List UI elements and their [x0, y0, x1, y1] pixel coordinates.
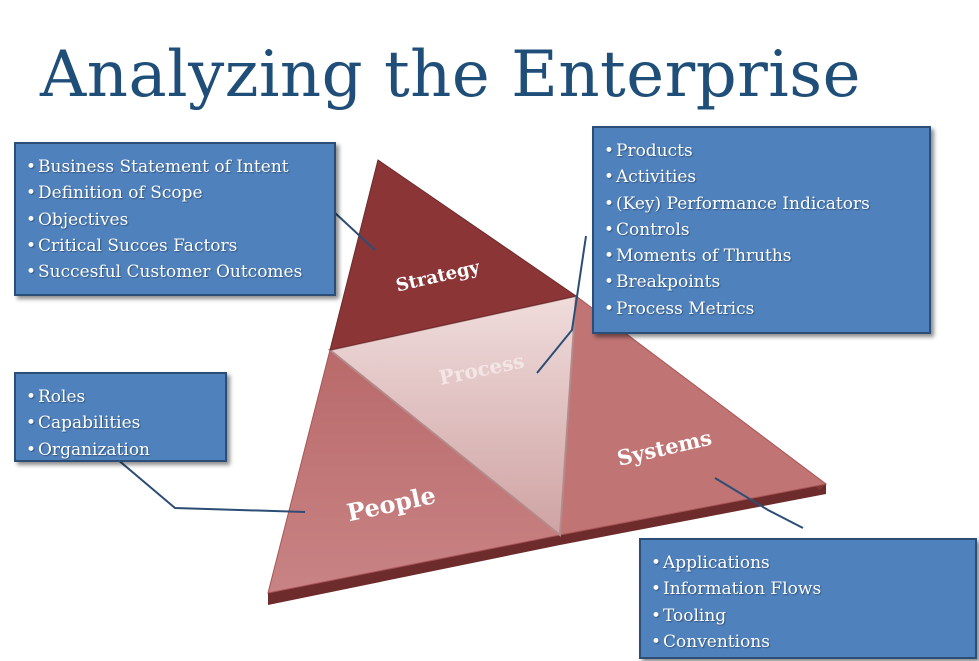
list-item: •Moments of Thruths [604, 243, 919, 269]
list-item-text: Moments of Thruths [616, 246, 792, 267]
list-item-text: Information Flows [663, 579, 822, 600]
list-item-text: Process Metrics [616, 298, 755, 319]
list-item-text: Succesful Customer Outcomes [38, 262, 303, 283]
bullet-icon: • [604, 272, 615, 293]
bullet-icon: • [604, 298, 615, 319]
bullet-icon: • [604, 219, 615, 240]
bullet-icon: • [604, 167, 615, 188]
pyramid-base-edge [268, 484, 826, 605]
list-item-text: Definition of Scope [38, 183, 203, 204]
list-item-text: Breakpoints [616, 272, 721, 293]
list-item: •Tooling [651, 603, 965, 629]
connector-people [116, 458, 306, 513]
list-item: •Applications [651, 550, 965, 576]
list-item: •Controls [604, 217, 919, 243]
bullet-icon: • [651, 605, 662, 626]
connector-systems [714, 477, 804, 529]
bullet-icon: • [26, 235, 37, 256]
bullet-icon: • [604, 246, 615, 267]
list-item: •Products [604, 138, 919, 164]
bullet-icon: • [26, 413, 37, 434]
bullet-icon: • [651, 553, 662, 573]
systems-box: •Applications•Information Flows•Tooling•… [639, 538, 977, 659]
systems-list: •Applications•Information Flows•Tooling•… [651, 550, 965, 655]
list-item-text: Organization [38, 439, 151, 460]
list-item: •Roles [26, 384, 215, 410]
bullet-icon: • [651, 631, 662, 652]
bullet-icon: • [604, 141, 615, 161]
list-item-text: Controls [616, 219, 690, 240]
list-item-text: Roles [38, 387, 86, 407]
strategy-box: •Business Statement of Intent•Definition… [14, 142, 336, 296]
list-item: •(Key) Performance Indicators [604, 191, 919, 217]
list-item: •Conventions [651, 629, 965, 655]
bullet-icon: • [26, 262, 37, 283]
bullet-icon: • [26, 387, 37, 407]
list-item-text: Capabilities [38, 413, 141, 434]
list-item: •Organization [26, 437, 215, 463]
strategy-list: •Business Statement of Intent•Definition… [26, 154, 324, 285]
list-item-text: Applications [663, 553, 770, 573]
list-item-text: (Key) Performance Indicators [616, 193, 870, 214]
list-item: •Objectives [26, 207, 324, 233]
list-item: •Definition of Scope [26, 180, 324, 206]
people-list: •Roles•Capabilities•Organization [26, 384, 215, 463]
list-item-text: Critical Succes Factors [38, 235, 238, 256]
list-item-text: Activities [616, 167, 697, 188]
list-item-text: Business Statement of Intent [38, 157, 289, 177]
list-item-text: Tooling [663, 605, 727, 626]
process-list: •Products•Activities•(Key) Performance I… [604, 138, 919, 322]
bullet-icon: • [26, 439, 37, 460]
bullet-icon: • [26, 209, 37, 230]
list-item: •Capabilities [26, 410, 215, 436]
list-item: •Process Metrics [604, 296, 919, 322]
list-item-text: Objectives [38, 209, 129, 230]
bullet-icon: • [604, 193, 615, 214]
list-item: •Business Statement of Intent [26, 154, 324, 180]
connector-process [536, 235, 587, 374]
list-item-text: Conventions [663, 631, 770, 652]
page-title: Analyzing the Enterprise [40, 38, 861, 112]
bullet-icon: • [651, 579, 662, 600]
bullet-icon: • [26, 183, 37, 204]
list-item-text: Products [616, 141, 693, 161]
connector-strategy [333, 211, 376, 251]
list-item: •Succesful Customer Outcomes [26, 259, 324, 285]
list-item: •Information Flows [651, 576, 965, 602]
people-box: •Roles•Capabilities•Organization [14, 372, 227, 462]
process-box: •Products•Activities•(Key) Performance I… [592, 126, 931, 334]
list-item: •Breakpoints [604, 269, 919, 295]
strategy-segment [329, 159, 578, 351]
list-item: •Critical Succes Factors [26, 233, 324, 259]
list-item: •Activities [604, 164, 919, 190]
bullet-icon: • [26, 157, 37, 177]
